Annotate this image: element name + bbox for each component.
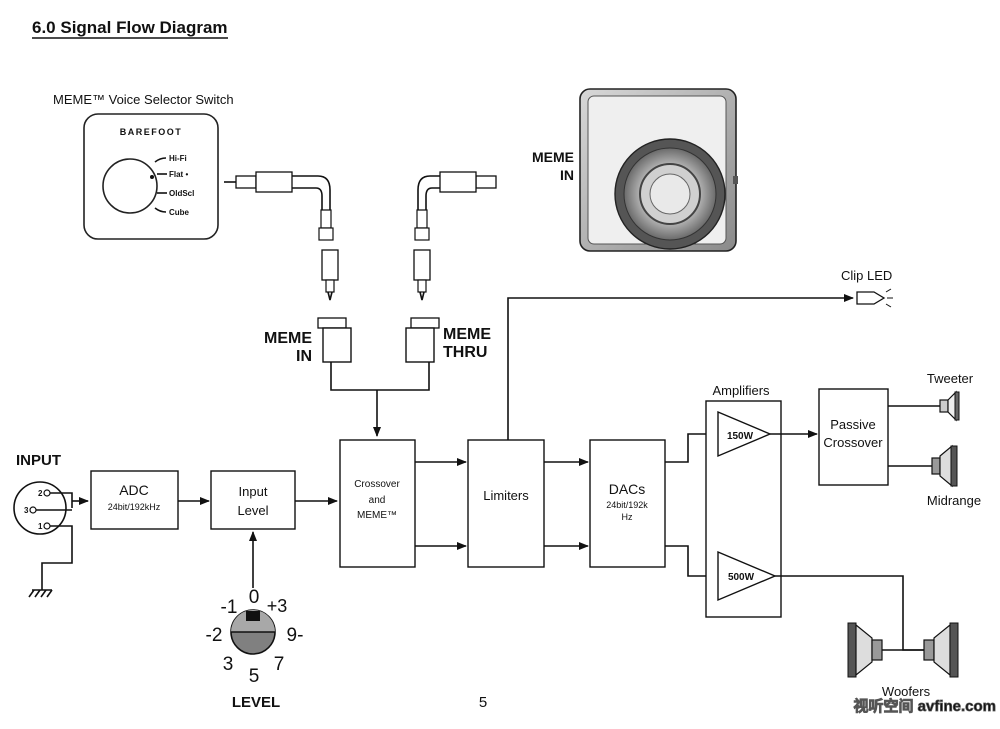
dacs-sub-2: Hz bbox=[622, 512, 633, 522]
speaker-cabinet bbox=[579, 88, 738, 252]
arrow-limiters-to-clip-led bbox=[507, 294, 854, 440]
input-level-block: Input Level bbox=[210, 470, 296, 530]
speaker-meme-label-2: IN bbox=[560, 167, 574, 183]
arrow-dacs-to-amp-150 bbox=[665, 430, 716, 463]
watermark: 视听空间 avfine.com bbox=[853, 697, 996, 715]
cable-meme-thru bbox=[413, 171, 497, 301]
ground-icon bbox=[28, 589, 53, 598]
jack-meme-in[interactable] bbox=[317, 317, 352, 363]
crossover-block: Crossover and MEME™ bbox=[339, 439, 416, 568]
amp-150w-label: 150W bbox=[727, 431, 754, 442]
level-mark--1: -1 bbox=[221, 597, 238, 618]
ground-wire bbox=[41, 525, 73, 590]
crossover-title-2: and bbox=[369, 495, 386, 506]
speaker-meme-label-1: MEME bbox=[532, 149, 574, 165]
tweeter-icon bbox=[939, 390, 960, 422]
dacs-sub-1: 24bit/192k bbox=[606, 500, 648, 510]
adc-title: ADC bbox=[119, 482, 149, 498]
dacs-block: DACs 24bit/192k Hz bbox=[589, 439, 666, 568]
level-mark-+3: +3 bbox=[267, 596, 288, 616]
pin-1-label: 1 bbox=[38, 522, 43, 531]
level-mark-5: 5 bbox=[249, 666, 260, 687]
passive-crossover-title-2: Crossover bbox=[823, 435, 883, 450]
clip-led-icon bbox=[856, 288, 893, 308]
jack-meme-thru-label-1: MEME bbox=[443, 326, 491, 343]
pin-2-label: 2 bbox=[38, 489, 43, 498]
level-knob[interactable] bbox=[230, 609, 276, 655]
midrange-label: Midrange bbox=[927, 493, 981, 508]
input-level-title-2: Level bbox=[237, 503, 268, 518]
input-label: INPUT bbox=[16, 452, 61, 469]
voice-selector-switch: BAREFOOT Hi-Fi Flat • OldScl Cube bbox=[83, 113, 219, 240]
input-level-title-1: Input bbox=[239, 484, 268, 499]
adc-block: ADC 24bit/192kHz bbox=[90, 470, 179, 530]
level-mark-3: 3 bbox=[223, 654, 234, 675]
level-label: LEVEL bbox=[232, 694, 280, 711]
woofer-left-icon bbox=[847, 622, 883, 678]
selector-option-oldscl: OldScl bbox=[169, 189, 194, 198]
cable-meme-in bbox=[224, 171, 339, 301]
arrow-dacs-to-amp-500 bbox=[665, 545, 716, 580]
jack-meme-in-label-2: IN bbox=[296, 348, 312, 365]
jack-bus-line bbox=[330, 362, 430, 391]
woofers-label: Woofers bbox=[882, 684, 931, 699]
jack-meme-thru-label-2: THRU bbox=[443, 344, 487, 361]
selector-brand: BAREFOOT bbox=[120, 127, 183, 137]
clip-led-label: Clip LED bbox=[841, 268, 892, 283]
limiters-title: Limiters bbox=[483, 488, 529, 503]
jack-meme-in-label-1: MEME bbox=[264, 330, 312, 347]
midrange-icon bbox=[931, 444, 958, 488]
woofer-right-icon bbox=[923, 622, 959, 678]
xlr-input-connector: 2 3 1 bbox=[13, 481, 67, 535]
level-mark-0: 0 bbox=[249, 587, 260, 608]
amplifiers-title: Amplifiers bbox=[712, 383, 770, 398]
pin-3-label: 3 bbox=[24, 506, 29, 515]
crossover-title-3: MEME™ bbox=[357, 510, 397, 521]
passive-crossover-block: Passive Crossover bbox=[818, 388, 889, 486]
level-mark--2: -2 bbox=[206, 625, 223, 646]
selector-option-cube: Cube bbox=[169, 208, 190, 217]
adc-sub: 24bit/192kHz bbox=[108, 502, 161, 512]
crossover-title-1: Crossover bbox=[354, 479, 400, 490]
selector-option-hifi: Hi-Fi bbox=[169, 154, 187, 163]
level-mark-9: 9- bbox=[287, 625, 304, 646]
selector-option-flat: Flat • bbox=[169, 170, 188, 179]
amp-500w: 500W bbox=[717, 550, 777, 602]
tweeter-label: Tweeter bbox=[927, 371, 974, 386]
passive-crossover-title-1: Passive bbox=[830, 417, 876, 432]
selector-caption: MEME™ Voice Selector Switch bbox=[53, 92, 234, 107]
page-number: 5 bbox=[479, 694, 487, 711]
amp-150w: 150W bbox=[717, 410, 772, 458]
selector-knob[interactable] bbox=[102, 158, 158, 214]
level-mark-7: 7 bbox=[274, 654, 285, 675]
page-title: 6.0 Signal Flow Diagram bbox=[32, 18, 228, 37]
dacs-title: DACs bbox=[609, 481, 646, 497]
jack-meme-thru[interactable] bbox=[405, 317, 440, 363]
amp-500w-label: 500W bbox=[728, 572, 755, 583]
limiters-block: Limiters bbox=[467, 439, 545, 568]
